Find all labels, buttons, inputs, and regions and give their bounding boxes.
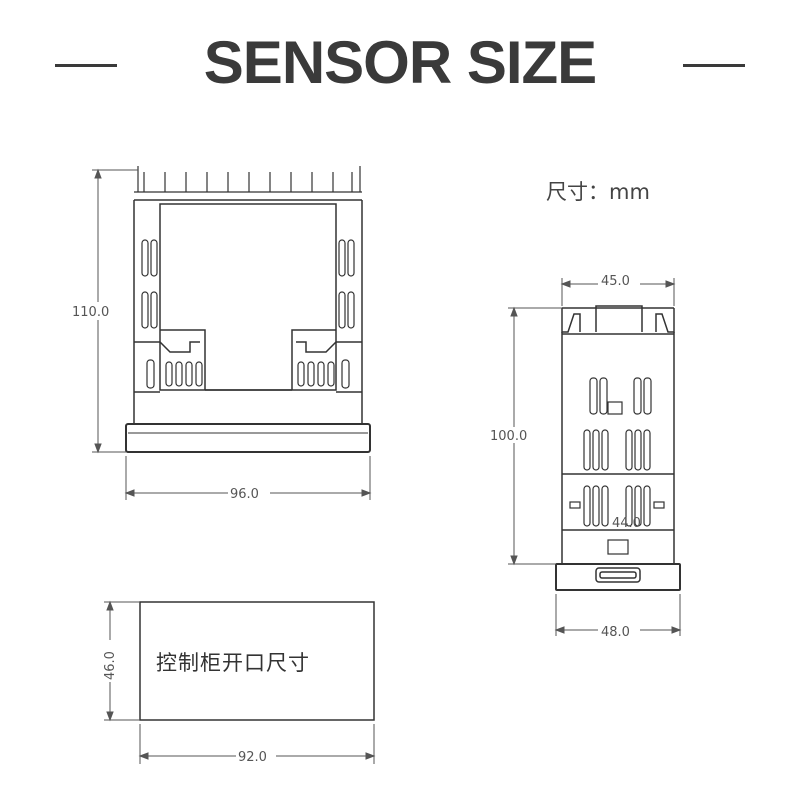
side-bottom-width-dim: 48.0 <box>601 625 630 640</box>
unit-label: 尺寸：mm <box>546 180 650 204</box>
terminal-pins <box>134 166 362 193</box>
front-view <box>92 166 372 500</box>
side-top-width-dim: 45.0 <box>601 274 630 289</box>
cutout-width-dim: 92.0 <box>238 750 267 765</box>
page-title: SENSOR SIZE <box>203 29 597 96</box>
side-inner-width-dim: 44.0 <box>612 516 641 531</box>
cutout-height-dim: 46.0 <box>103 651 118 680</box>
panel-cutout <box>104 600 376 764</box>
front-height-dim: 110.0 <box>72 305 109 320</box>
title-rule-left <box>55 64 117 67</box>
side-view <box>508 278 682 636</box>
title-rule-right <box>683 64 745 67</box>
side-height-dim: 100.0 <box>490 429 527 444</box>
front-width-dim: 96.0 <box>230 487 259 502</box>
cutout-label: 控制柜开口尺寸 <box>156 651 310 675</box>
